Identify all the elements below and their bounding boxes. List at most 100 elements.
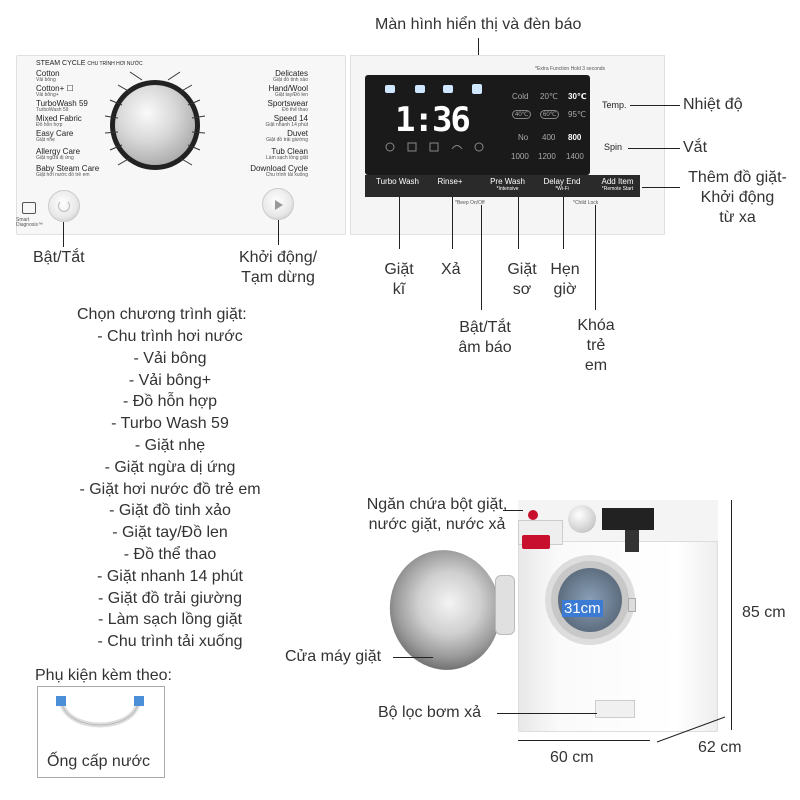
power-button[interactable] xyxy=(48,190,80,222)
leader-line xyxy=(63,222,64,247)
dial-ticks xyxy=(104,71,206,166)
strip-button[interactable]: Delay End*Wi-Fi xyxy=(536,178,588,196)
status-icons xyxy=(385,84,482,94)
strip-button[interactable]: Rinse+ xyxy=(425,178,475,196)
strip-button-label: Delay End xyxy=(543,177,581,186)
left-program-sub: Vải bông xyxy=(36,77,56,83)
steam-cycle-label: STEAM CYCLE CHU TRÌNH HƠI NƯỚC xyxy=(36,60,143,67)
program-list-item: - Giặt nhanh 14 phút xyxy=(97,567,243,585)
left-program-sub: Giặt hơi nước đồ trẻ em xyxy=(36,172,90,178)
right-program-sub: Giặt tay/Đồ len xyxy=(274,92,308,98)
strip-button[interactable]: Turbo Wash xyxy=(370,178,425,196)
right-program-sub: Đồ thể thao xyxy=(282,107,308,113)
accessory-name: Ống cấp nước xyxy=(47,753,151,770)
function-icons xyxy=(385,142,484,152)
label-door: Cửa máy giặt xyxy=(285,648,382,665)
program-list-item: - Giặt đồ trải giường xyxy=(98,589,242,607)
smart-diagnosis-label: Smart Diagnosis™ xyxy=(16,217,43,228)
label-temperature: Nhiệt độ xyxy=(683,96,743,113)
leader-line xyxy=(497,713,597,714)
strip-button-sub: *Wi-Fi xyxy=(555,186,569,192)
leader-line xyxy=(630,105,680,106)
program-list-item: - Đồ thể thao xyxy=(123,546,217,563)
leader-line xyxy=(642,187,680,188)
right-program-sub: Giặt đồ tinh xảo xyxy=(272,77,308,83)
side-button xyxy=(628,598,636,612)
dimension-line-depth xyxy=(656,716,726,743)
right-program-name: Duvet xyxy=(287,129,308,138)
dimension-width: 60 cm xyxy=(550,749,594,766)
right-program-name: Speed 14 xyxy=(273,114,308,123)
left-program-name: Allergy Care xyxy=(36,147,81,156)
power-icon xyxy=(58,200,70,212)
temp-cold: Cold xyxy=(512,92,529,101)
strip-button-label: Pre Wash xyxy=(490,177,525,186)
spin-400: 400 xyxy=(542,133,556,142)
program-list-item: - Làm sạch lồng giặt xyxy=(97,611,243,629)
program-list-item: - Chu trình hơi nước xyxy=(97,328,243,345)
dimension-line-height xyxy=(731,500,732,730)
accessory-box xyxy=(37,686,165,778)
washer-knob xyxy=(568,505,596,533)
leader-line xyxy=(595,205,596,310)
label-detergent-drawer: Ngăn chứa bột giặt,nước giặt, nước xả xyxy=(366,496,508,533)
program-list-item: - Giặt hơi nước đồ trẻ em xyxy=(79,480,261,498)
leader-line xyxy=(393,657,433,658)
program-list-item: - Giặt nhẹ xyxy=(134,437,206,454)
strip-button[interactable]: Add Item*Remote Start xyxy=(590,178,645,196)
right-program-name: Hand/Wool xyxy=(268,84,308,93)
strip-button[interactable]: Pre Wash*Intensive xyxy=(480,178,535,196)
strip-button-sub: *Remote Start xyxy=(601,186,634,192)
label-drain-filter: Bộ lọc bơm xả xyxy=(378,704,481,721)
spin-1200: 1200 xyxy=(538,152,556,161)
leader-line xyxy=(563,197,564,249)
program-list-item: - Vải bông xyxy=(133,349,207,367)
right-program-sub: Giặt nhanh 14 phút xyxy=(265,122,308,128)
programs-title: Chọn chương trình giặt: xyxy=(77,306,247,323)
washer-door xyxy=(380,541,510,679)
program-list-item: - Giặt tay/Đồ len xyxy=(112,524,228,542)
spin-800: 800 xyxy=(568,133,582,142)
temp-95: 95℃ xyxy=(568,110,586,119)
label-add-item: Thêm đồ giặt- Khởi động từ xa xyxy=(688,169,787,226)
leader-line xyxy=(278,220,279,245)
right-program-sub: Giặt đồ trải giường xyxy=(266,137,308,143)
spin-1000: 1000 xyxy=(511,152,529,161)
dimension-line-width xyxy=(518,740,650,741)
temp-60: 60℃ xyxy=(540,110,560,119)
leader-line xyxy=(399,197,400,249)
program-dial[interactable] xyxy=(115,85,195,165)
smart-diagnosis-icon xyxy=(22,202,36,214)
spin-no: No xyxy=(518,133,529,142)
display-title: Màn hình hiển thị và đèn báo xyxy=(375,16,582,33)
right-program-name: Sportswear xyxy=(267,99,308,108)
beep-note: *Beep On/Off xyxy=(455,200,485,206)
left-program-sub: Giặt ngừa dị ứng xyxy=(36,155,74,161)
left-program-name: Mixed Fabric xyxy=(36,114,82,123)
left-program-name: Easy Care xyxy=(36,129,74,138)
label-spin: Vắt xyxy=(683,139,708,156)
left-program-sub: Vải bông+ xyxy=(36,92,59,98)
strip-button-label: Rinse+ xyxy=(437,177,463,186)
temp-20: 20℃ xyxy=(540,92,558,101)
program-list-item: - Chu trình tải xuống xyxy=(97,633,243,651)
left-program-name: TurboWash 59 xyxy=(36,99,88,108)
left-program-name: Cotton+ ☐ xyxy=(36,84,74,93)
label-start-pause: Khởi động/ Tạm dừng xyxy=(238,249,318,286)
dimension-drum: 31cm xyxy=(562,600,603,617)
temp-button[interactable]: Temp. xyxy=(602,100,627,110)
hose-icon xyxy=(56,696,144,728)
leader-line xyxy=(628,148,680,149)
spin-button[interactable]: Spin xyxy=(604,142,623,152)
temp-40: 40℃ xyxy=(512,110,532,119)
program-list-item: - Turbo Wash 59 xyxy=(111,415,229,433)
play-pause-icon xyxy=(275,200,283,210)
washer-label-sticker xyxy=(522,535,550,549)
right-program-name: Tub Clean xyxy=(271,147,308,156)
lg-logo xyxy=(528,510,538,520)
dimension-height: 85 cm xyxy=(742,604,786,621)
washer-display xyxy=(602,508,654,530)
program-list-item: - Giặt ngừa dị ứng xyxy=(104,458,236,476)
